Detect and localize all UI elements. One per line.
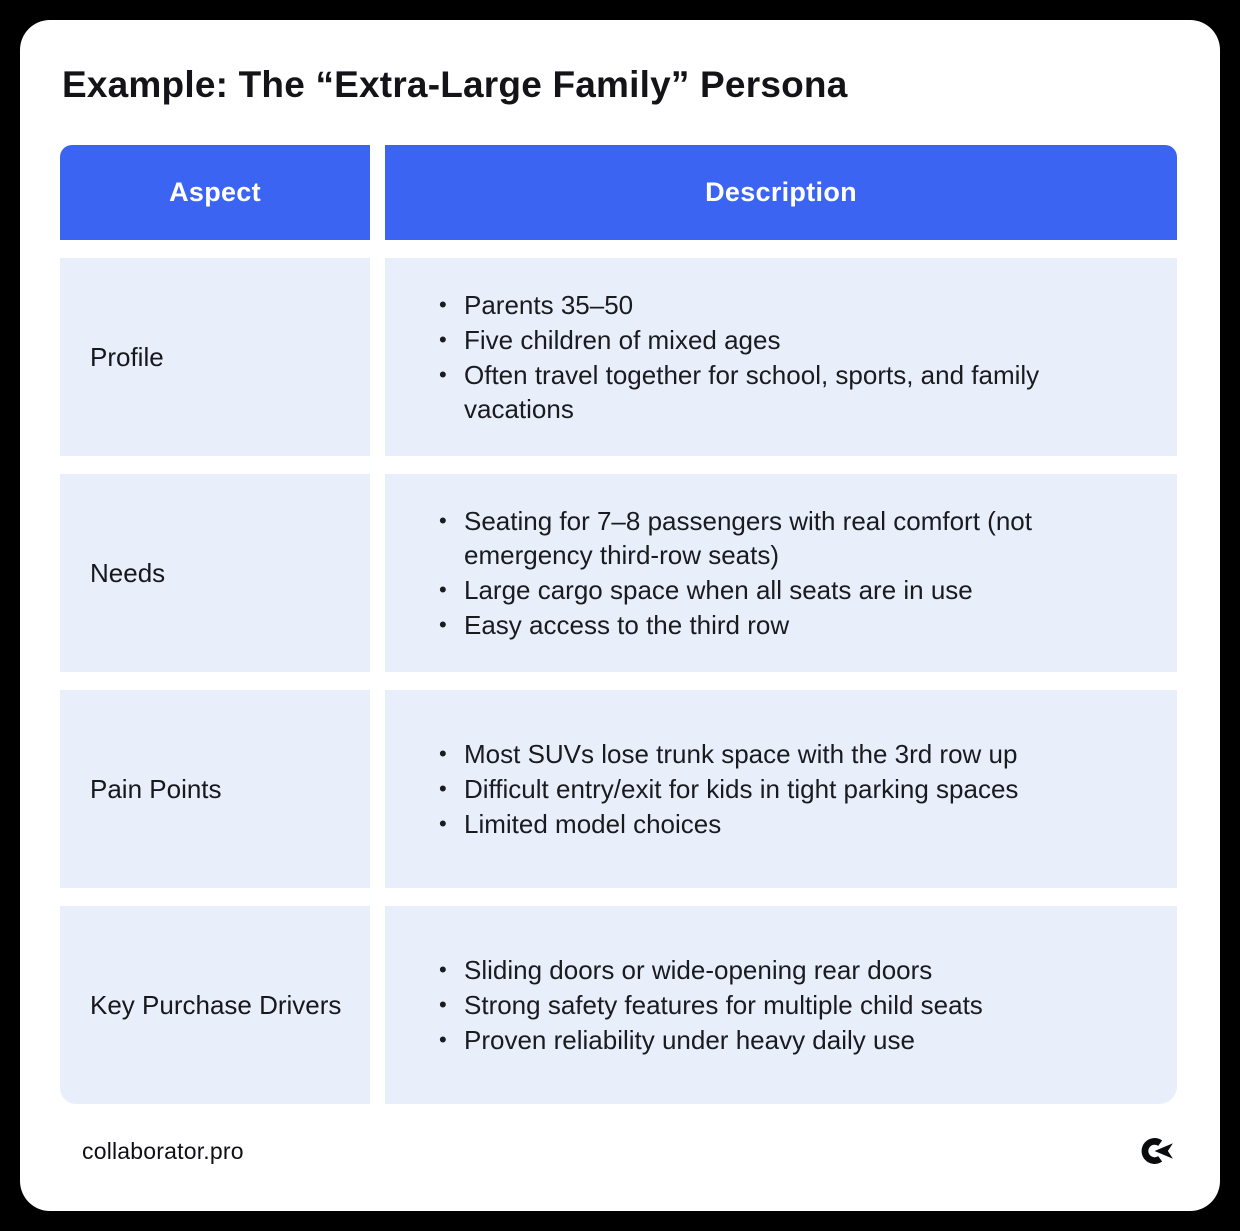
aspect-cell-label: Pain Points: [90, 774, 222, 804]
table-header-row: Aspect Description: [60, 145, 1177, 240]
footer-site-text: collaborator.pro: [82, 1137, 244, 1164]
description-item: Often travel together for school, sports…: [437, 358, 1133, 426]
aspect-cell-label: Key Purchase Drivers: [90, 990, 342, 1020]
description-item: Most SUVs lose trunk space with the 3rd …: [437, 737, 1133, 771]
table-row: Needs Seating for 7–8 passengers with re…: [60, 474, 1177, 672]
description-item: Parents 35–50: [437, 288, 1133, 322]
description-cell: Seating for 7–8 passengers with real com…: [385, 474, 1177, 672]
description-cell: Sliding doors or wide-opening rear doors…: [385, 906, 1177, 1104]
aspect-cell: Pain Points: [60, 690, 370, 888]
persona-table: Aspect Description Profile Parents 35–50…: [60, 145, 1177, 1104]
description-item: Easy access to the third row: [437, 608, 1133, 642]
description-list: Sliding doors or wide-opening rear doors…: [437, 952, 1133, 1058]
description-item: Limited model choices: [437, 807, 1133, 841]
page-title: Example: The “Extra-Large Family” Person…: [62, 64, 848, 105]
description-list: Most SUVs lose trunk space with the 3rd …: [437, 736, 1133, 842]
description-item: Sliding doors or wide-opening rear doors: [437, 953, 1133, 987]
description-item: Proven reliability under heavy daily use: [437, 1023, 1133, 1057]
description-item: Five children of mixed ages: [437, 323, 1133, 357]
table-row: Profile Parents 35–50Five children of mi…: [60, 258, 1177, 456]
aspect-cell: Profile: [60, 258, 370, 456]
description-item: Large cargo space when all seats are in …: [437, 573, 1133, 607]
description-item: Difficult entry/exit for kids in tight p…: [437, 772, 1133, 806]
description-cell: Parents 35–50Five children of mixed ages…: [385, 258, 1177, 456]
footer: collaborator.pro: [60, 1105, 1180, 1211]
content-card: Example: The “Extra-Large Family” Person…: [20, 20, 1220, 1211]
table-row: Key Purchase Drivers Sliding doors or wi…: [60, 906, 1177, 1104]
aspect-cell: Key Purchase Drivers: [60, 906, 370, 1104]
table-row: Pain Points Most SUVs lose trunk space w…: [60, 690, 1177, 888]
description-list: Seating for 7–8 passengers with real com…: [437, 503, 1133, 643]
aspect-cell: Needs: [60, 474, 370, 672]
description-item: Strong safety features for multiple chil…: [437, 988, 1133, 1022]
collaborator-logo-icon: [1140, 1134, 1178, 1168]
column-header-aspect: Aspect: [60, 145, 370, 240]
table-body: Profile Parents 35–50Five children of mi…: [60, 258, 1177, 1104]
description-item: Seating for 7–8 passengers with real com…: [437, 504, 1133, 572]
description-list: Parents 35–50Five children of mixed ages…: [437, 287, 1133, 427]
aspect-cell-label: Profile: [90, 342, 164, 372]
aspect-cell-label: Needs: [90, 558, 166, 588]
description-cell: Most SUVs lose trunk space with the 3rd …: [385, 690, 1177, 888]
column-header-description: Description: [385, 145, 1177, 240]
